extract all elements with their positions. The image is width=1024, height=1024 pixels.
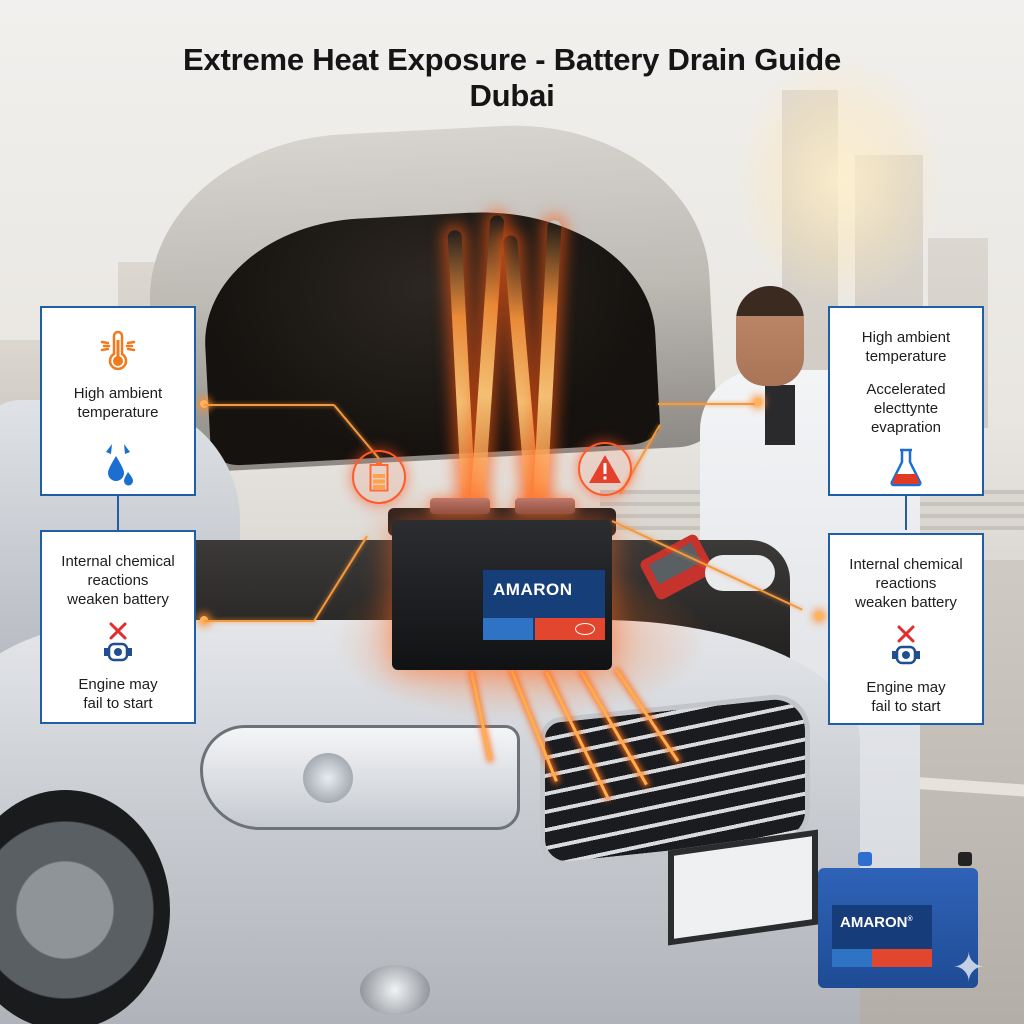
label-stripe-blue [832,949,872,967]
warning-triangle-icon [578,442,632,496]
battery-terminal [958,852,972,866]
battery-terminal [515,498,575,514]
info-panel-left-bottom: Internal chemical reactions weaken batte… [40,530,196,724]
panel-text: High ambient temperature [73,385,163,421]
connector-dot [754,398,762,406]
info-panel-right-bottom: Internal chemical reactions weaken batte… [828,533,984,725]
connector-dot [815,612,823,620]
panel-connector [905,495,907,530]
info-panel-left-top: High ambient temperature [40,306,196,496]
headlight-lens [303,753,353,803]
car-wheel [0,790,170,1024]
battery-terminal [430,498,490,514]
brand-logo-icon [575,623,595,635]
connector-line [658,403,758,405]
sparkle-icon: ✦ [952,946,986,990]
battery-brand: AMARON® [840,914,913,931]
page-title: Extreme Heat Exposure - Battery Drain Gu… [0,42,1024,114]
technician-head [736,286,804,386]
sun-glare [740,60,940,300]
connector-line [204,620,314,622]
label-stripe-blue [483,618,533,640]
engine-icon [891,644,921,666]
technician-glove [705,555,775,591]
panel-text: Engine may fail to start [866,679,946,715]
label-stripe-red [870,949,932,967]
battery-terminal [858,852,872,866]
connector-line [204,404,334,406]
info-panel-right-top: High ambient temperature Accelerated ele… [828,306,984,496]
technician-shirt [765,385,795,445]
red-x-icon [109,621,127,641]
panel-connector [117,495,119,530]
panel-text: Engine may fail to start [78,676,158,712]
water-droplets-icon [98,440,138,492]
engine-icon [103,641,133,663]
car-headlight [200,725,520,830]
battery-level-icon [352,450,406,504]
battery-main-label: AMARON [483,570,605,640]
battery-brand: AMARON [493,580,573,599]
panel-text: Accelerated electtynte evapration [866,381,946,436]
battery-small-label: AMARON® [832,905,932,967]
flask-icon [889,447,923,487]
fog-light [360,965,430,1015]
thermometer-heat-icon [98,326,138,374]
panel-text: Internal chemical reactions weaken batte… [61,553,175,608]
title-line-2: Dubai [469,78,555,113]
panel-text: High ambient temperature [861,329,951,365]
title-line-1: Extreme Heat Exposure - Battery Drain Gu… [182,42,842,77]
panel-text: Internal chemical reactions weaken batte… [849,556,963,611]
red-x-icon [897,624,915,644]
